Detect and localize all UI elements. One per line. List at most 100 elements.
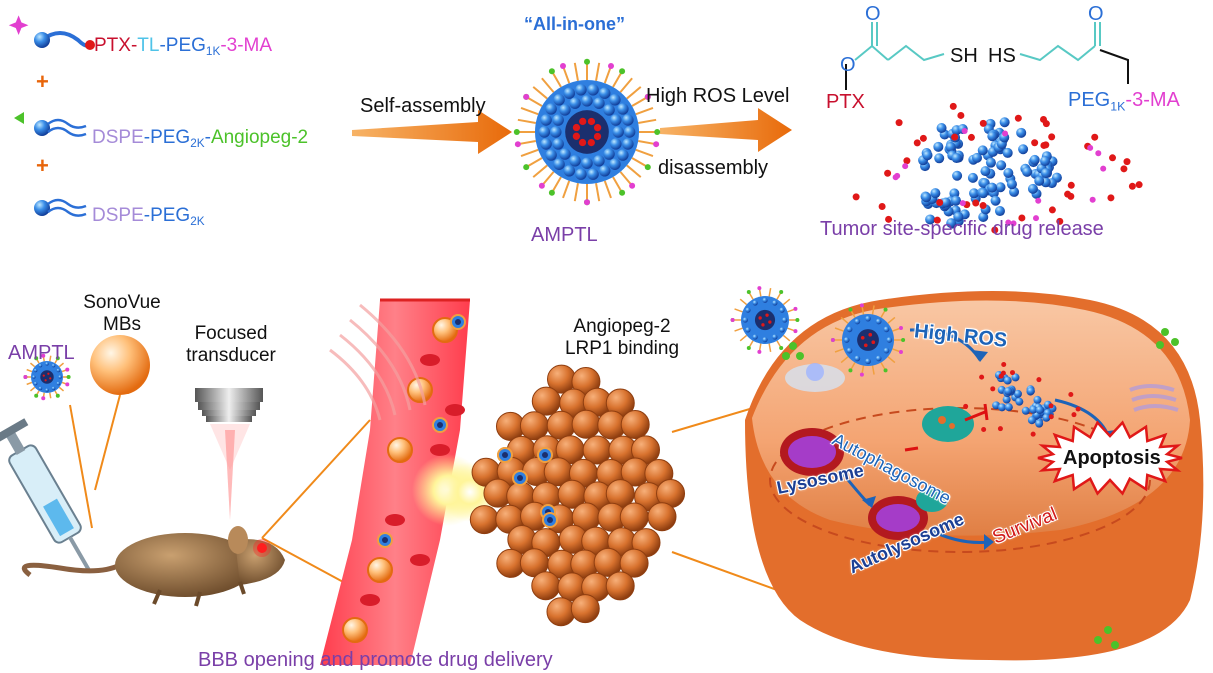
ptx-drug [573,124,580,131]
structure-ester-oxygen: O [840,55,856,75]
released-3ma [1002,131,1008,137]
lipid-head [564,165,575,176]
peg-chain [27,382,32,384]
released-3ma [962,128,968,134]
angiopeg-ligand [523,164,529,170]
nanoparticle-core [40,370,53,383]
lipid-head [58,375,62,379]
lipid-fragment [922,150,932,160]
red-blood-cell [385,514,405,526]
lipid-head [624,126,635,137]
label-3ma: 3-MA [227,35,272,56]
lipid-fragment [1018,144,1028,154]
3ma-molecule [899,350,903,354]
released-ptx [998,426,1003,431]
lipid-head [552,114,563,125]
lipid-head [745,327,750,332]
ptx-drug [43,375,45,377]
lipid-fragment [934,153,944,163]
peg-chain [769,344,770,352]
lipid-fragment [968,173,978,183]
released-ptx [968,134,975,141]
3ma-molecule [560,63,566,69]
lipid-head [609,94,620,105]
lipid-head [753,334,758,339]
angiopeg-ligand [619,190,625,196]
released-ptx [980,202,987,209]
released-ptx [1068,182,1075,189]
lipid-head [559,148,570,159]
3ma-molecule [584,199,590,205]
lipid-fragment [921,192,931,202]
lipid-head [743,317,748,322]
lipid-head [599,87,610,98]
structure-oxygen-left: O [865,4,881,24]
lipid-fragment [952,171,962,181]
lipid-head [865,358,871,364]
lipid-head [57,382,61,386]
peg-chain [636,108,653,114]
released-ptx [1031,139,1038,146]
angiopeg-ligand [654,129,660,135]
lipid-fragment [1007,179,1017,189]
lipid-head [57,369,61,373]
nanoparticle-core-dot [437,422,443,428]
lipid-fragment [937,123,947,133]
3ma-molecule [757,350,761,354]
lipid-head [32,375,36,379]
released-ptx [981,427,986,432]
3ma-molecule [629,183,635,189]
3ma-molecule [793,307,797,311]
label-ptx: PTX [94,35,131,56]
lipid-head [876,319,882,325]
released-ptx [1043,120,1050,127]
3ma-molecule [65,382,69,386]
released-ptx [1036,377,1041,382]
lipid-head [844,337,850,343]
lipid-fragment [987,183,997,193]
lipid-fragment [987,131,997,141]
lipid-fragment [1028,184,1038,194]
lipid-fragment [978,145,988,155]
lipid-head [553,159,564,170]
lipid-head [539,126,550,137]
released-ptx [957,112,964,119]
sonovue-label: SonoVue MBs [72,292,172,336]
released-ptx [1068,392,1073,397]
released-ptx [1049,206,1056,213]
release-caption: Tumor site-specific drug release [820,219,1104,239]
lipid-fragment [933,142,943,152]
3ma-molecule [899,326,903,330]
ptx-drug [588,118,595,125]
released-3ma [1087,145,1093,151]
angiopeg-ligand [34,394,38,398]
3ma-molecule [653,141,659,147]
ptx-drug [573,133,580,140]
released-ptx [1049,403,1054,408]
angiopeg-ligand [901,338,905,342]
syringe [0,418,107,582]
angiopeg-ligand [514,129,520,135]
autophagosome [922,406,974,442]
ptx-drug [579,118,586,125]
tumor-cell-sphere [648,503,676,531]
lipid-head [610,138,621,149]
lipid-head [45,388,49,392]
component-icon-ptx-tl-peg-3ma [9,15,95,50]
ptx-drug [594,133,601,140]
released-ptx [1001,362,1006,367]
disassembled-nanoparticle [853,103,1143,234]
tumor-cell-sphere [532,572,560,600]
released-ptx [879,203,886,210]
lipid-head [612,126,623,137]
angiopeg-ligand [747,290,751,294]
lipid-head [39,364,43,368]
lipid-head [52,364,56,368]
released-ptx [1076,406,1081,411]
lipid-fragment [1035,420,1043,428]
angiopeg-ligand [884,308,888,312]
lipid-fragment [996,160,1006,170]
lipid-head [599,165,610,176]
peg-chain [27,370,32,372]
3ma-molecule [23,375,27,379]
